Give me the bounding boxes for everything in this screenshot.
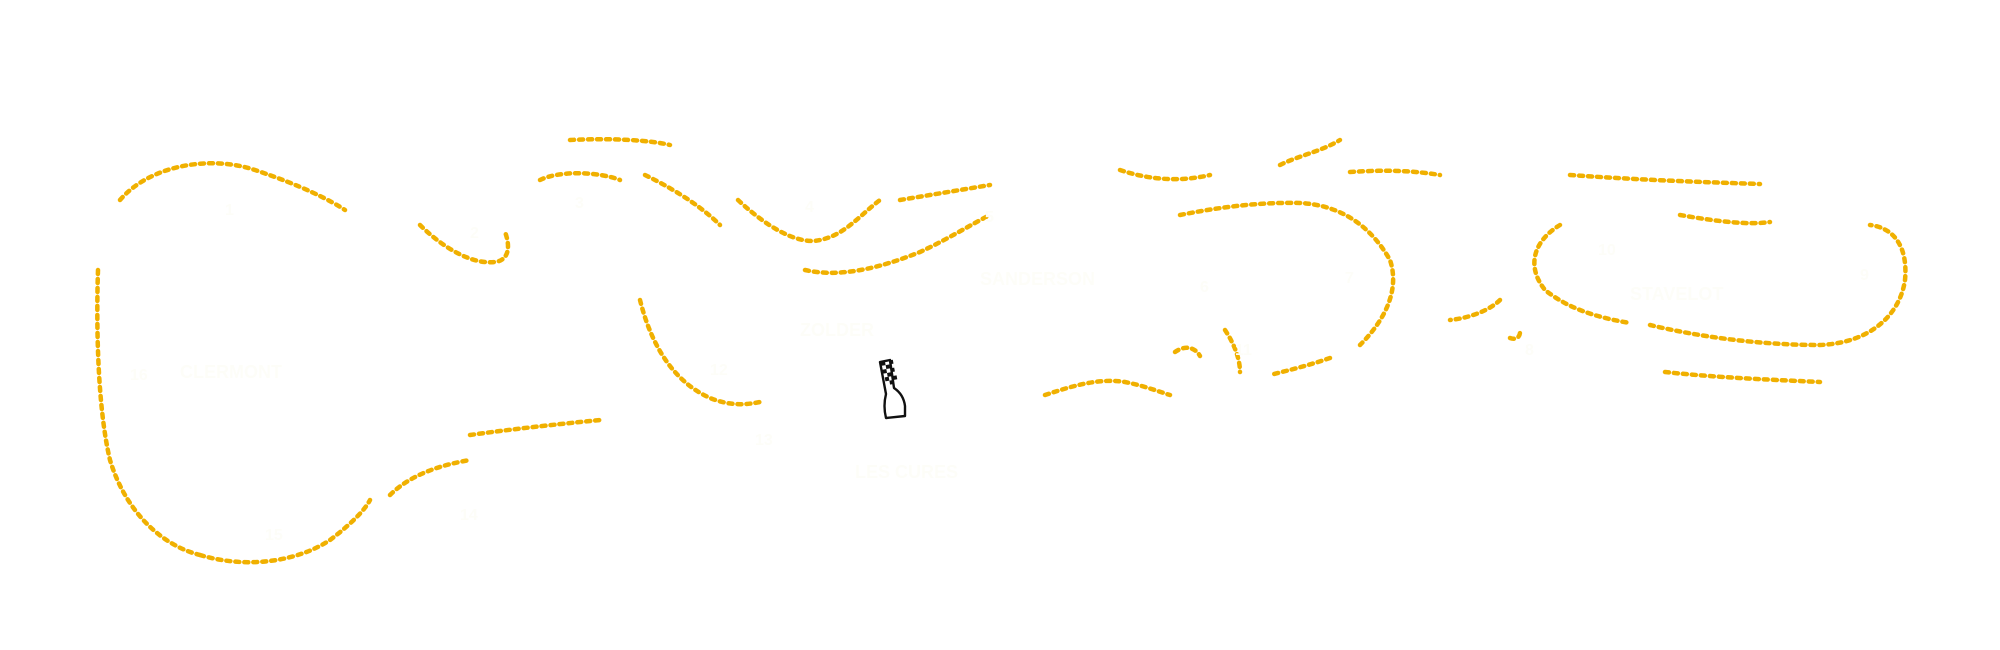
kerb-segment <box>197 497 373 565</box>
kerb-segment <box>1507 329 1523 341</box>
kerb-segment <box>1347 168 1443 178</box>
corner-number-16: 16 <box>130 367 148 384</box>
kerb-segment <box>1532 222 1633 326</box>
kerb-segment <box>1647 222 1908 348</box>
kerb-segment <box>897 182 993 203</box>
kerbs <box>95 136 1908 565</box>
kerb-segment <box>417 222 511 265</box>
kerb-segment <box>117 161 348 213</box>
corner-number-4: 4 <box>805 199 814 216</box>
kerb-segment <box>802 212 993 276</box>
corner-number-14: 14 <box>460 507 478 524</box>
kerb-segment <box>1267 355 1333 378</box>
corner-number-1: 1 <box>225 202 234 219</box>
kerb-segment <box>1117 167 1213 182</box>
kerb-segment <box>1222 327 1243 375</box>
kerb-segment <box>637 297 763 407</box>
corner-label-stavelot: STAVELOT <box>1630 284 1723 304</box>
corner-number-3: 3 <box>575 195 584 212</box>
corner-number-6: 6 <box>1200 279 1209 296</box>
corner-number-15: 15 <box>265 527 283 544</box>
corner-number-13: 13 <box>755 432 773 449</box>
kerb-segment <box>1677 212 1773 226</box>
corner-number-10: 10 <box>1598 242 1616 259</box>
checkered-flag-icon <box>878 358 907 420</box>
kerb-segment <box>567 136 673 148</box>
corner-label-les-cures: LES CURES <box>855 462 958 482</box>
kerb-segment <box>1277 137 1343 168</box>
kerb-segment <box>642 172 723 228</box>
corner-number-8: 8 <box>1525 342 1534 359</box>
kerb-segment <box>1172 345 1203 359</box>
corner-number-7: 7 <box>1345 270 1354 287</box>
corner-number-5: 5 <box>985 209 994 226</box>
kerb-segment <box>1447 297 1503 323</box>
kerb-segment <box>387 457 473 498</box>
corner-label-sanderson: SANDERSON <box>980 269 1095 289</box>
corner-number-2: 2 <box>470 225 479 242</box>
kerb-segment <box>537 171 623 183</box>
corner-number-11: 11 <box>1235 342 1252 359</box>
corner-label-zolder: ZOLDER <box>800 320 874 340</box>
kerb-segment <box>1177 200 1396 348</box>
kerb-segment <box>1662 369 1823 385</box>
corner-label-clermont: CLERMONT <box>180 362 282 382</box>
corner-labels: CLERMONT ZOLDER SANDERSON STAVELOT LES C… <box>180 269 1723 482</box>
kerb-segment <box>95 267 203 558</box>
track-surface <box>85 140 1910 570</box>
kerb-segment <box>467 417 603 438</box>
kerb-segment <box>1042 378 1173 398</box>
corner-numbers: 1 2 3 4 5 6 7 8 9 10 11 12 13 14 15 16 <box>130 195 1869 544</box>
kerb-segment <box>735 197 883 244</box>
corner-number-9: 9 <box>1860 267 1869 284</box>
corner-number-12: 12 <box>710 362 728 379</box>
kerb-segment <box>1567 172 1763 187</box>
